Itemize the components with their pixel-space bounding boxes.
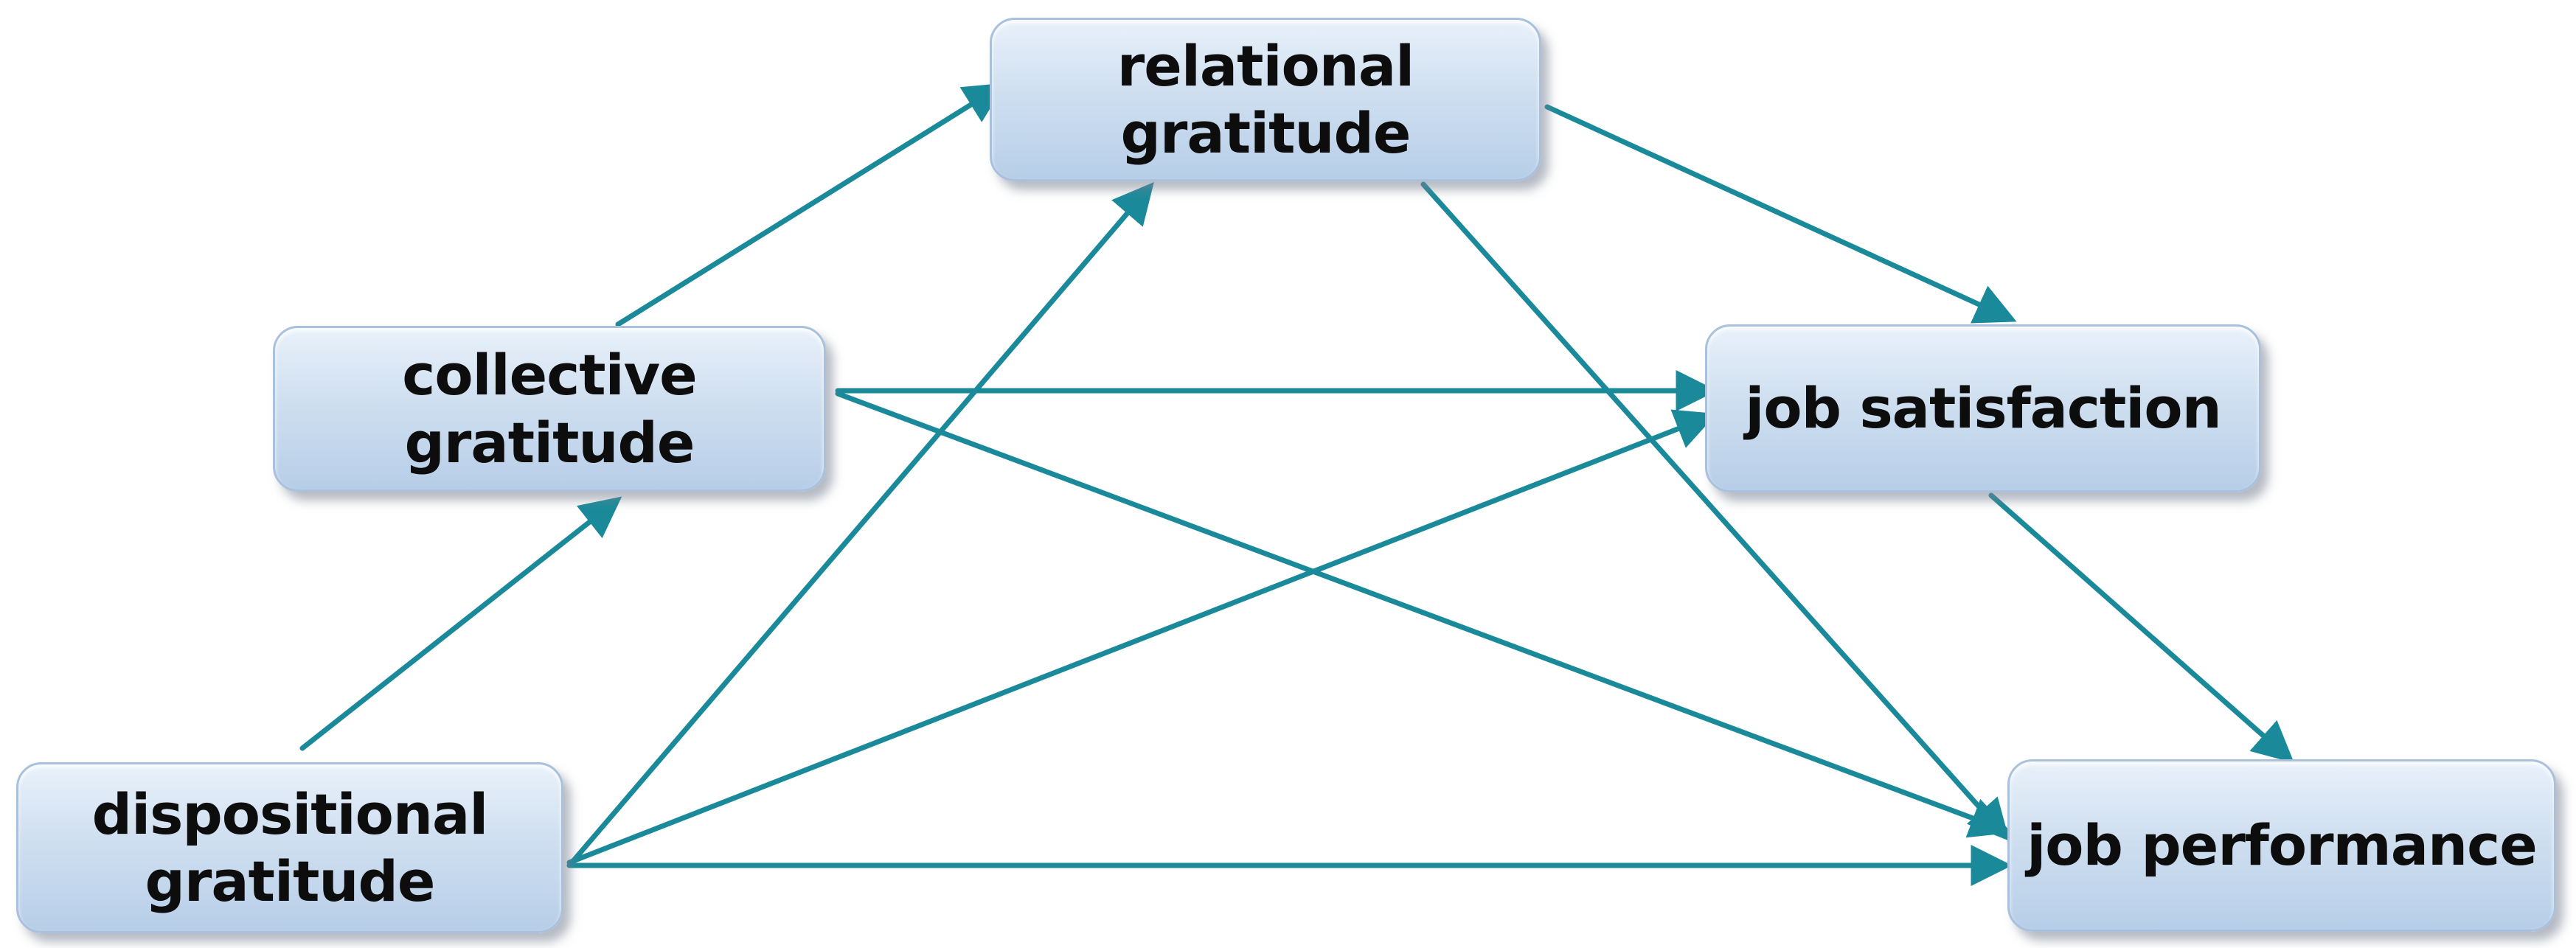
edge-relational-to-job-satisfaction	[1544, 104, 2017, 324]
node-collective-gratitude: collective gratitude	[273, 326, 826, 492]
edge-collective-to-job-performance	[835, 391, 2012, 838]
node-label: relational gratitude	[1117, 32, 1414, 166]
edge-dispositional-to-relational	[566, 182, 1154, 868]
edge-dispositional-to-collective	[299, 496, 622, 751]
node-label: job satisfaction	[1745, 375, 2221, 442]
node-relational-gratitude: relational gratitude	[990, 18, 1541, 181]
node-job-performance: job performance	[2007, 759, 2556, 932]
node-label: job performance	[2027, 812, 2537, 879]
edge-collective-to-relational	[615, 83, 1006, 327]
node-dispositional-gratitude: dispositional gratitude	[16, 762, 563, 933]
node-label: dispositional gratitude	[91, 781, 489, 914]
edge-job-satisfaction-to-job-performance	[1988, 492, 2294, 763]
edge-relational-to-job-performance	[1420, 181, 2010, 841]
node-label: collective gratitude	[402, 342, 697, 475]
edge-dispositional-to-job-satisfaction	[566, 409, 1717, 865]
node-job-satisfaction: job satisfaction	[1705, 324, 2261, 492]
